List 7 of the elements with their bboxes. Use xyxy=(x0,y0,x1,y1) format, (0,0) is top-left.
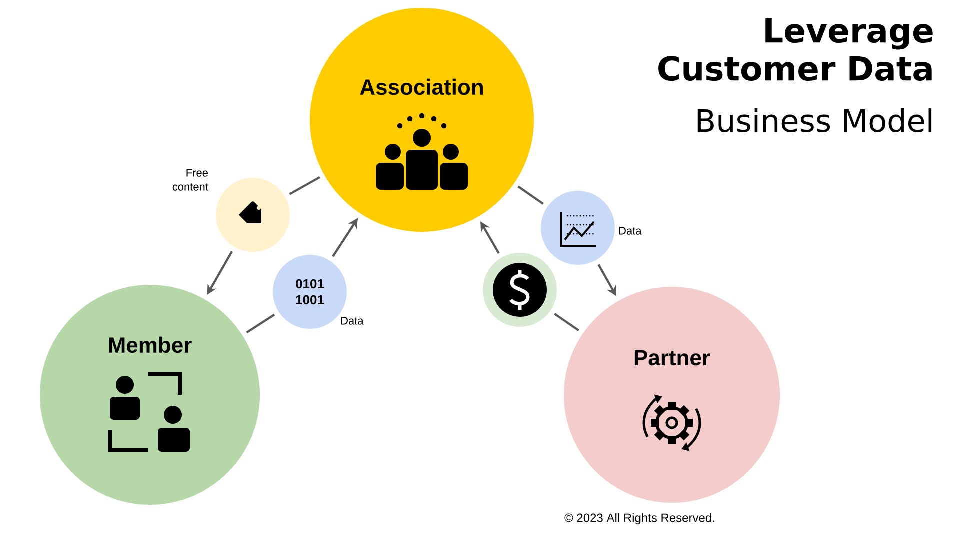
circle-node: Member xyxy=(40,285,260,505)
subtitle: Business Model xyxy=(698,108,932,133)
circle-node: Association xyxy=(310,8,534,232)
circle-node: Partner xyxy=(564,287,780,503)
title: Leverage Customer Data xyxy=(658,18,933,82)
side-label: Free content xyxy=(172,169,208,191)
side-label: Data xyxy=(619,227,642,235)
